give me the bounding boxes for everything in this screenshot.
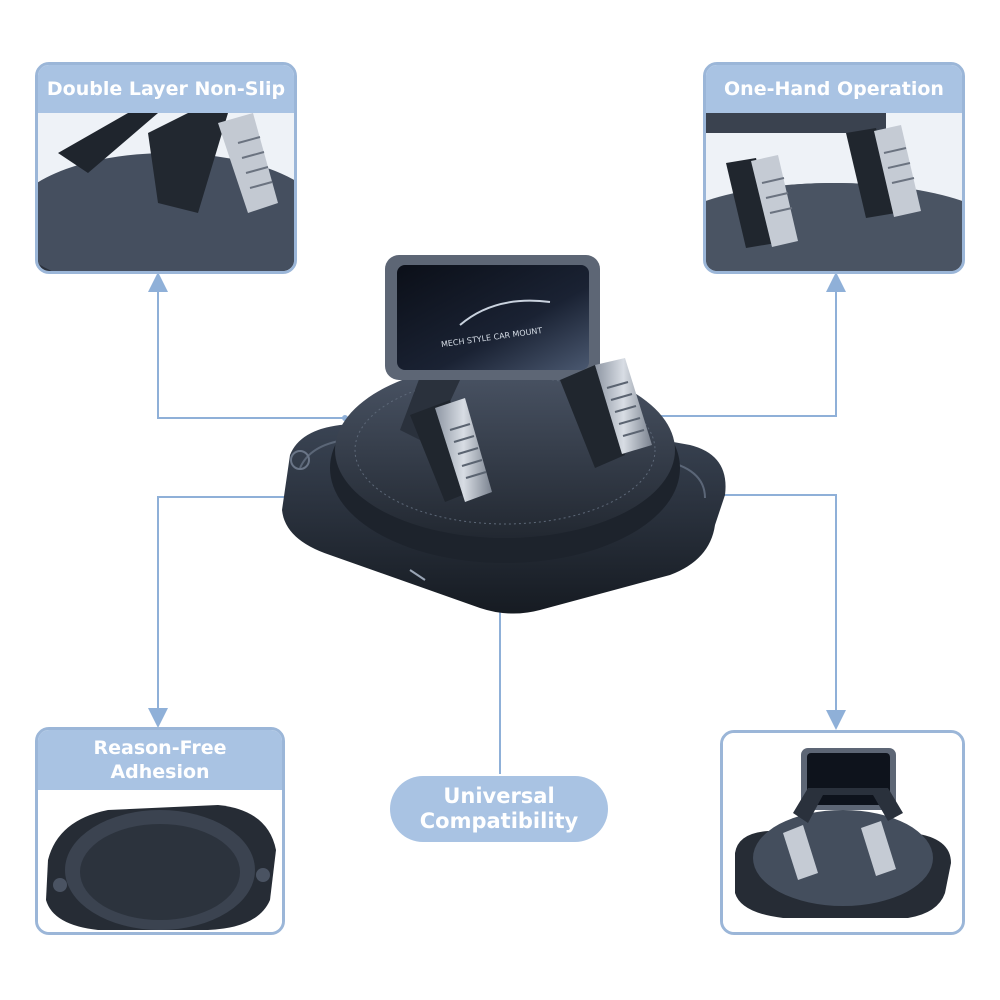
feature-title-reason-free-adhesion: Reason-Free Adhesion [38,730,282,790]
product-overview-image [723,733,962,932]
one-hand-closeup-image [706,113,962,271]
feature-panel-one-hand-operation: One-Hand Operation [703,62,965,274]
connector-bottom-left [148,496,310,728]
product-overview-panel [720,730,965,935]
non-slip-closeup-image [38,113,294,271]
feature-title-double-layer-non-slip: Double Layer Non-Slip [38,65,294,113]
feature-title-one-hand-operation: One-Hand Operation [706,65,962,113]
feature-panel-double-layer-non-slip: Double Layer Non-Slip [35,62,297,274]
feature-panel-reason-free-adhesion: Reason-Free Adhesion [35,727,285,935]
feature-title-universal-compatibility: Universal Compatibility [390,776,608,842]
connector-bottom-right [705,494,846,730]
connector-top-right [640,272,846,417]
connector-top-left [148,272,345,419]
car-mount-product-image: MECH STYLE CAR MOUNT [282,255,726,614]
adhesion-pad-image [38,790,282,932]
